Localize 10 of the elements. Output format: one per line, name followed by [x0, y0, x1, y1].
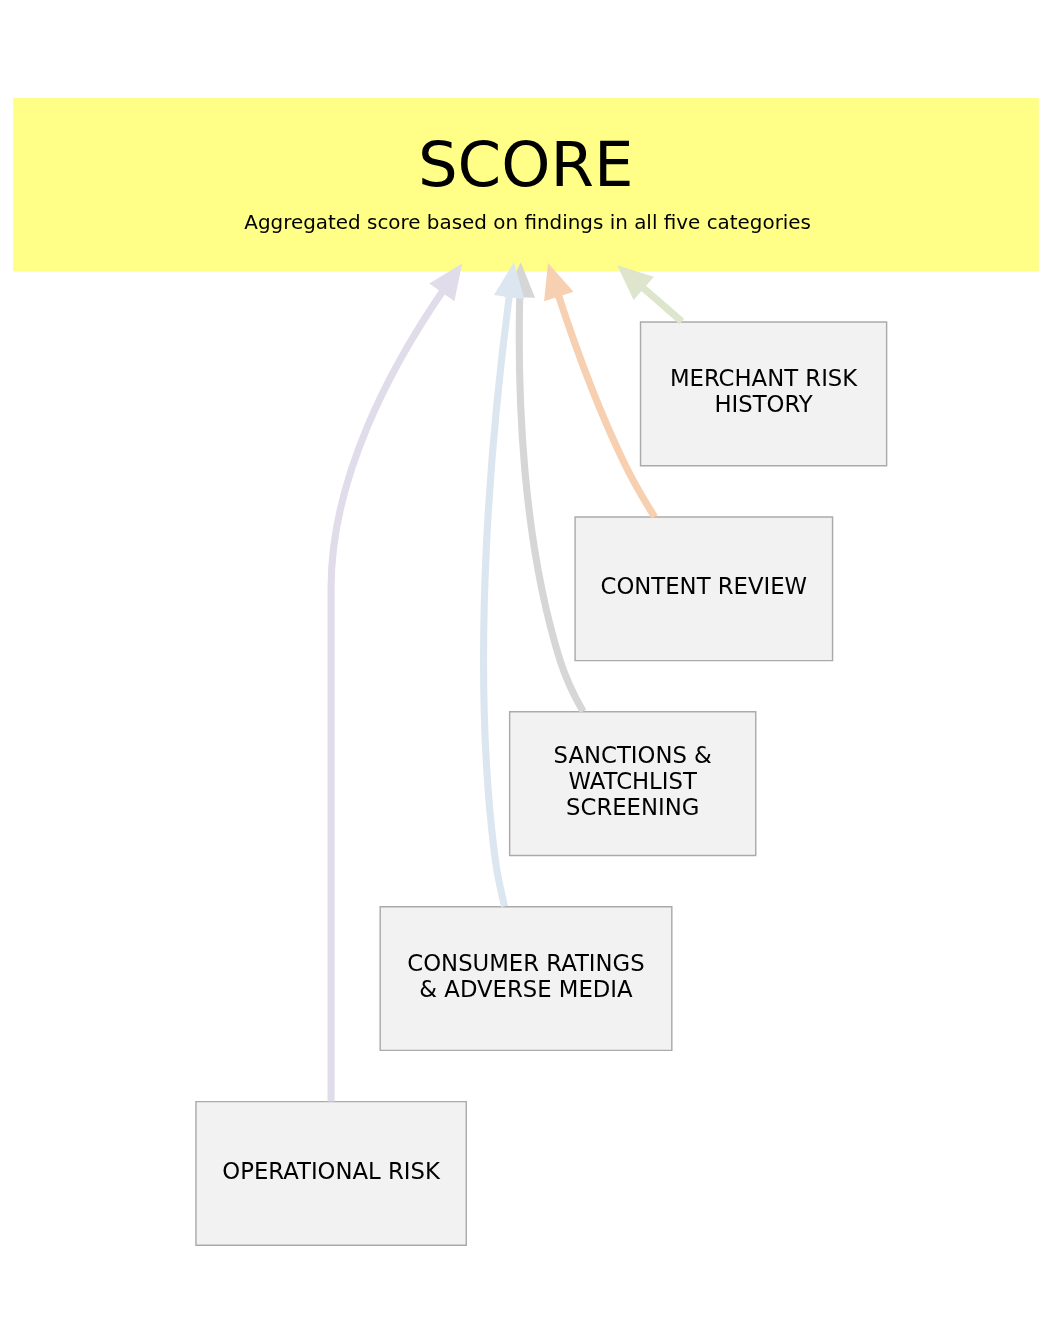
arrow — [480, 262, 525, 908]
arrow — [327, 263, 463, 1102]
node-box: OPERATIONAL RISK — [195, 1100, 467, 1246]
node-box: CONTENT REVIEW — [574, 516, 834, 662]
node-box: MERCHANT RISK HISTORY — [639, 321, 888, 467]
arrow — [544, 262, 658, 519]
node-box: CONSUMER RATINGS & ADVERSE MEDIA — [379, 906, 673, 1052]
node-box: SCORE Aggregated score based on findings in all five categories — [13, 98, 1039, 272]
node-box: SANCTIONS & WATCHLIST SCREENING — [508, 711, 757, 857]
arrow — [617, 265, 685, 325]
